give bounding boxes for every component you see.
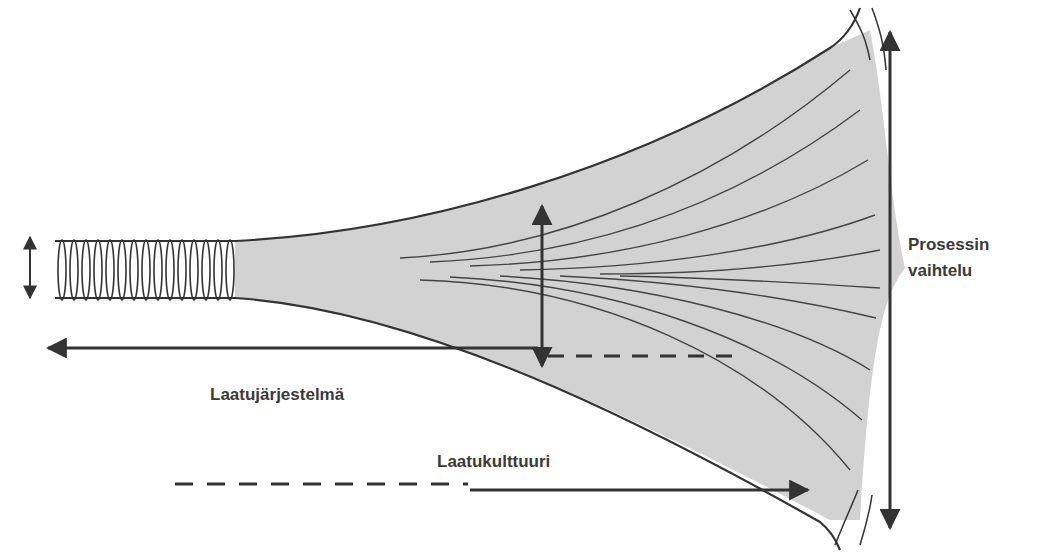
horn-fill [235,30,905,520]
variation-label: Prosessin vaihtelu [908,232,1004,285]
culture-label: Laatukulttuuri [437,449,550,475]
system-label: Laatujärjestelmä [210,382,344,408]
